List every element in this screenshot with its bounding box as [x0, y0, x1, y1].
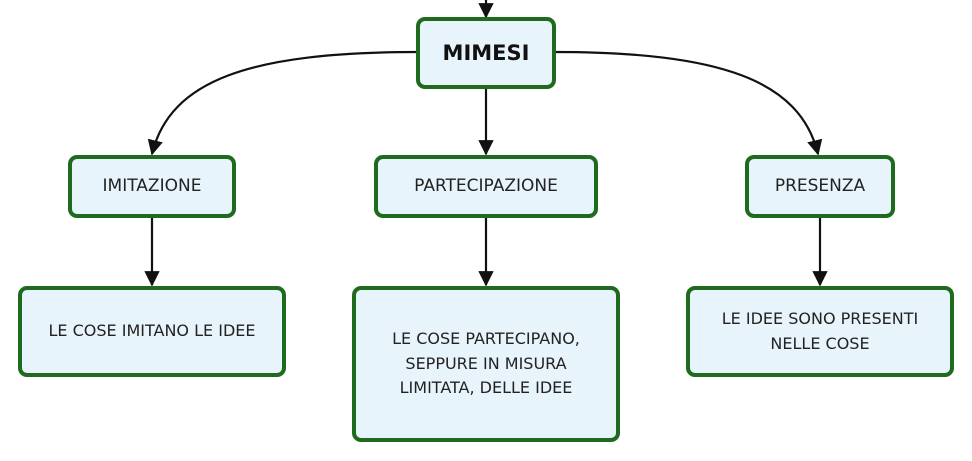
detail-node-text: LE COSE IMITANO LE IDEE	[48, 321, 256, 341]
detail-node-presenza[interactable]: LE IDEE SONO PRESENTI NELLE COSE	[686, 286, 954, 377]
detail-node-imitazione[interactable]: LE COSE IMITANO LE IDEE	[18, 286, 286, 377]
branch-node-imitazione[interactable]: IMITAZIONE	[68, 155, 236, 218]
root-node-mimesi[interactable]: MIMESI	[416, 17, 556, 89]
connector-root-presenza	[553, 50, 823, 156]
detail-node-text: LE IDEE SONO PRESENTI NELLE COSE	[721, 308, 919, 353]
branch-node-partecipazione[interactable]: PARTECIPAZIONE	[374, 155, 598, 218]
detail-node-partecipazione[interactable]: LE COSE PARTECIPANO, SEPPURE IN MISURA L…	[352, 286, 620, 442]
branch-node-label: PRESENZA	[774, 176, 866, 197]
branch-node-label: PARTECIPAZIONE	[414, 176, 558, 197]
root-node-label: MIMESI	[442, 40, 530, 65]
branch-node-label: IMITAZIONE	[102, 176, 202, 197]
connector-root-imitazione	[147, 50, 419, 156]
branch-node-presenza[interactable]: PRESENZA	[745, 155, 895, 218]
detail-node-text: LE COSE PARTECIPANO, SEPPURE IN MISURA L…	[392, 328, 580, 398]
